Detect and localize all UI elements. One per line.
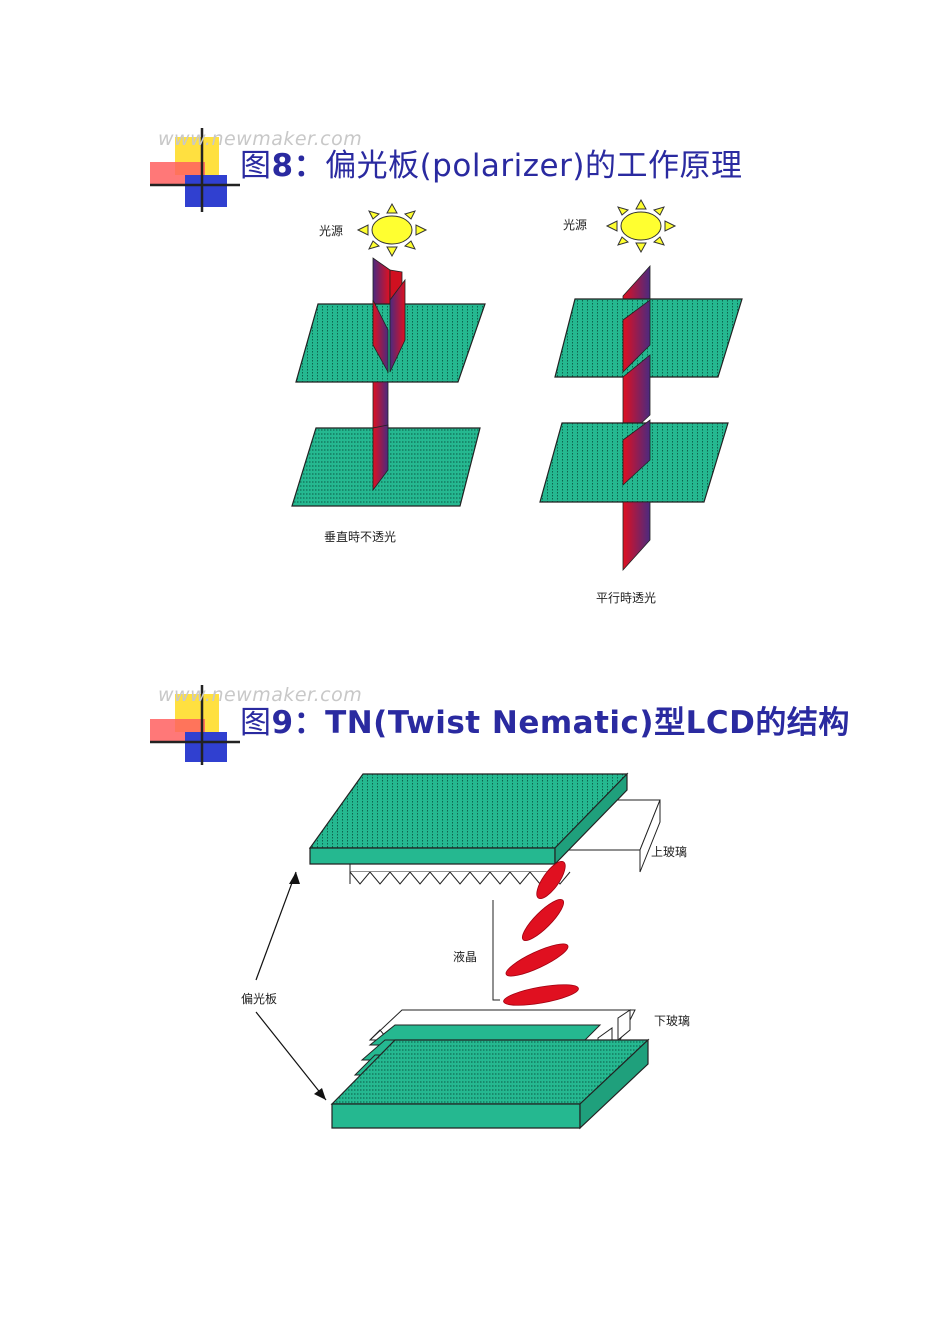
figure9-title-prefix: 图 — [240, 705, 272, 741]
fig8-left-diagram — [291, 202, 486, 507]
label-liquid-crystal: 液晶 — [453, 950, 478, 964]
figure8-title-text: 偏光板(polarizer)的工作原理 — [325, 148, 743, 184]
figure8-title-prefix: 图 — [240, 148, 272, 184]
watermark-2: www.newmaker.com — [158, 684, 363, 706]
label-upper-glass: 上玻璃 — [651, 845, 688, 859]
figure9-title-text: TN(Twist Nematic)型LCD的结构 — [325, 705, 850, 741]
fig8-right-diagram — [539, 198, 743, 572]
fig8-left-source-label: 光源 — [319, 224, 344, 238]
fig8-left-caption: 垂直時不透光 — [324, 530, 397, 544]
figure8-title-number: 8： — [271, 148, 326, 184]
fig9-diagram — [255, 772, 661, 1130]
fig8-right-caption: 平行時透光 — [596, 591, 657, 605]
title-decoration-1 — [150, 128, 240, 212]
sun-icon — [356, 202, 428, 258]
label-lower-glass: 下玻璃 — [654, 1014, 691, 1028]
watermark: www.newmaker.com — [158, 128, 363, 150]
title-decoration-2 — [150, 685, 240, 765]
figure9-title-number: 9： — [271, 705, 326, 741]
figure8-title: 图8：偏光板(polarizer)的工作原理 — [240, 140, 742, 185]
figure9-title: 图9：TN(Twist Nematic)型LCD的结构 — [240, 697, 850, 742]
fig8-right-source-label: 光源 — [563, 218, 588, 232]
label-polarizer: 偏光板 — [241, 992, 278, 1006]
sun-icon — [605, 198, 677, 254]
